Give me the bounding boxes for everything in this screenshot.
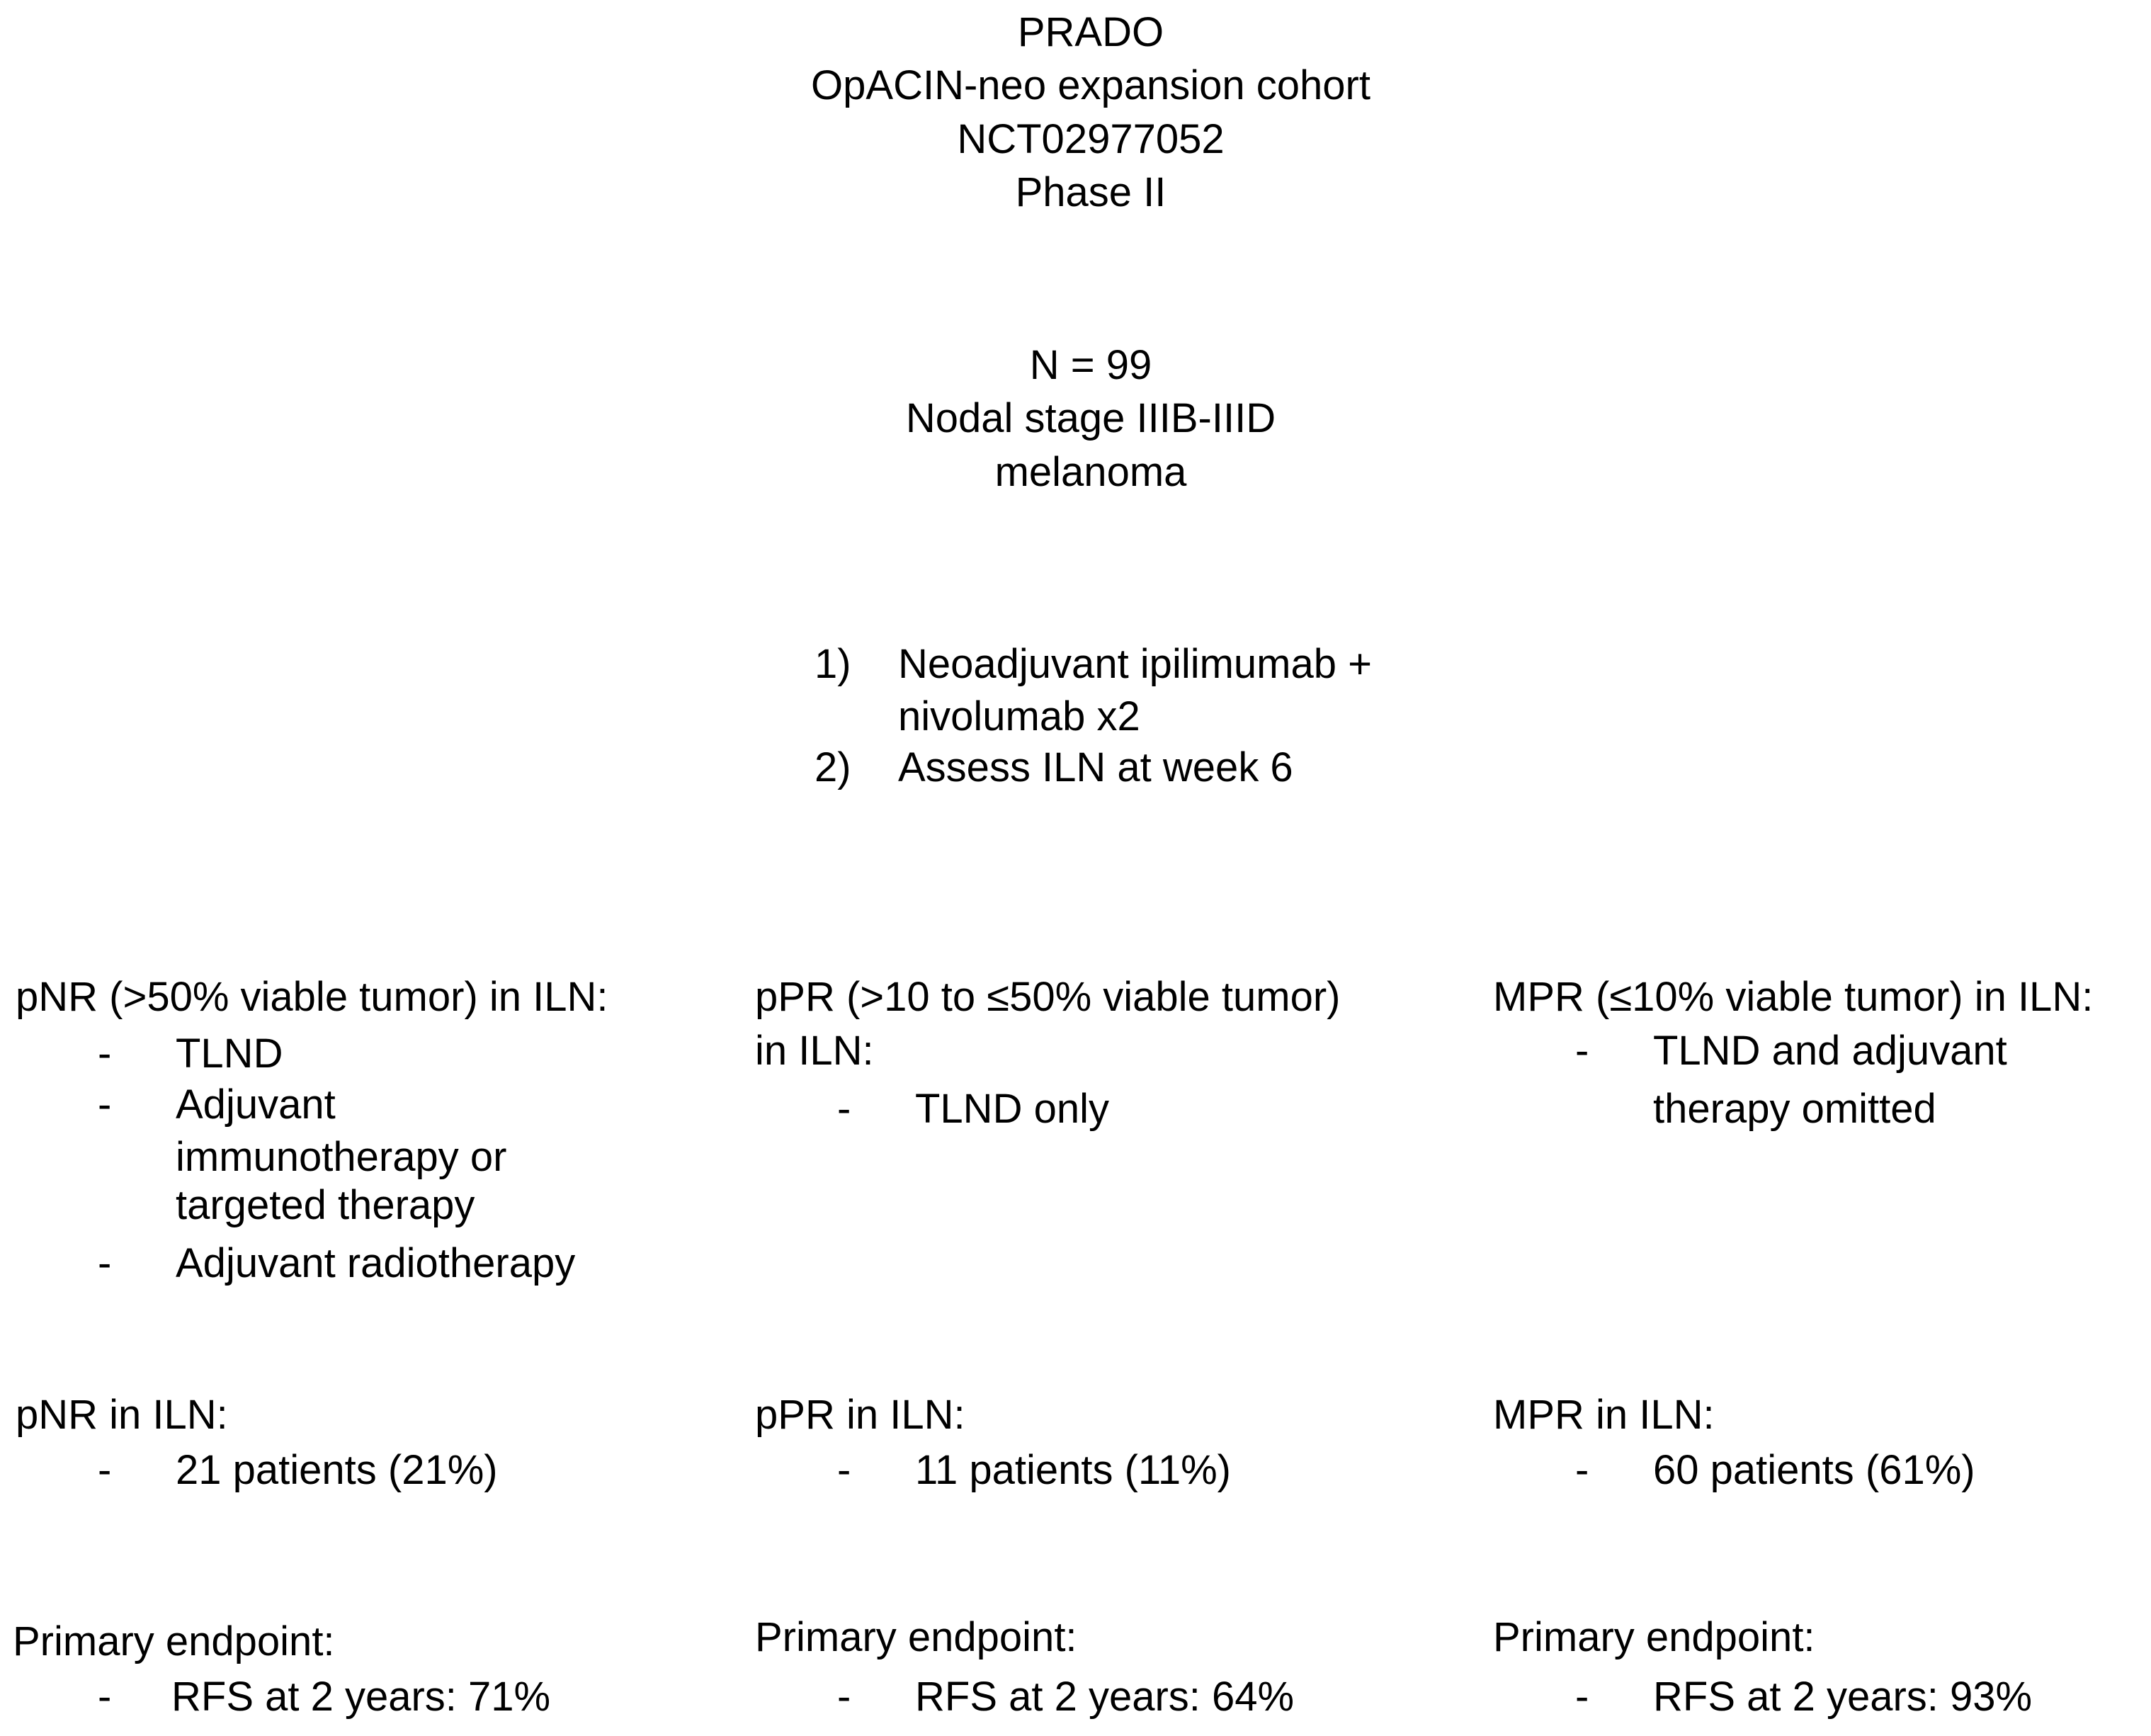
count-item: 11 patients (11%) <box>915 1447 1231 1493</box>
column-pnr: pNR (>50% viable tumor) in ILN: - TLND -… <box>13 970 710 1728</box>
population-stage: Nodal stage IIIB-IIID <box>905 395 1276 442</box>
response-heading: MPR (≤10% viable tumor) in ILN: <box>1493 974 2094 1020</box>
response-item: targeted therapy <box>176 1182 475 1228</box>
endpoint-item: RFS at 2 years: 64% <box>915 1674 1295 1720</box>
endpoint-item: RFS at 2 years: 93% <box>1653 1674 2033 1720</box>
bullet-dash: - <box>98 1082 112 1128</box>
response-item: TLND <box>176 1031 283 1077</box>
response-item: TLND and adjuvant <box>1653 1028 2007 1074</box>
bullet-dash: - <box>1575 1028 1589 1074</box>
endpoint-heading: Primary endpoint: <box>13 1618 335 1664</box>
bullet-dash: - <box>1575 1447 1589 1493</box>
step-number: 2) <box>815 744 851 790</box>
count-item: 60 patients (61%) <box>1653 1447 1975 1493</box>
trial-id: NCT02977052 <box>957 115 1225 162</box>
response-item: Adjuvant <box>176 1082 336 1128</box>
step-text: nivolumab x2 <box>898 693 1140 739</box>
count-heading: pPR in ILN: <box>755 1392 965 1438</box>
response-item: immunotherapy or <box>176 1134 507 1180</box>
column-mpr: MPR (≤10% viable tumor) in ILN: - TLND a… <box>1493 970 2145 1728</box>
response-heading: in ILN: <box>755 1028 874 1074</box>
bullet-dash: - <box>98 1240 112 1286</box>
bullet-dash: - <box>837 1674 851 1720</box>
response-item: TLND only <box>915 1086 1109 1132</box>
step-text: Assess ILN at week 6 <box>898 744 1293 790</box>
trial-phase: Phase II <box>1015 169 1167 216</box>
bullet-dash: - <box>837 1086 851 1132</box>
endpoint-item: RFS at 2 years: 71% <box>171 1674 551 1720</box>
cohort-name: OpACIN-neo expansion cohort <box>811 62 1370 109</box>
trial-header: PRADO OpACIN-neo expansion cohort NCT029… <box>737 6 1445 220</box>
response-heading: pPR (>10 to ≤50% viable tumor) <box>755 974 1341 1020</box>
bullet-dash: - <box>98 1447 112 1493</box>
bullet-dash: - <box>98 1674 112 1720</box>
step-text: Neoadjuvant ipilimumab + <box>898 641 1372 687</box>
population-box: N = 99 Nodal stage IIIB-IIID melanoma <box>807 339 1374 499</box>
count-heading: MPR in ILN: <box>1493 1392 1715 1438</box>
trial-name: PRADO <box>1017 9 1164 55</box>
column-ppr: pPR (>10 to ≤50% viable tumor) in ILN: -… <box>755 970 1449 1728</box>
bullet-dash: - <box>837 1447 851 1493</box>
response-item: Adjuvant radiotherapy <box>176 1240 576 1286</box>
response-item: therapy omitted <box>1653 1086 1936 1132</box>
count-heading: pNR in ILN: <box>16 1392 228 1438</box>
endpoint-heading: Primary endpoint: <box>755 1614 1077 1660</box>
response-heading: pNR (>50% viable tumor) in ILN: <box>16 974 608 1020</box>
population-size: N = 99 <box>1029 342 1152 388</box>
population-disease: melanoma <box>994 448 1187 495</box>
bullet-dash: - <box>1575 1674 1589 1720</box>
endpoint-heading: Primary endpoint: <box>1493 1614 1815 1660</box>
bullet-dash: - <box>98 1031 112 1077</box>
step-number: 1) <box>815 641 851 687</box>
count-item: 21 patients (21%) <box>176 1447 498 1493</box>
treatment-steps: 1) Neoadjuvant ipilimumab + nivolumab x2… <box>815 637 1452 807</box>
